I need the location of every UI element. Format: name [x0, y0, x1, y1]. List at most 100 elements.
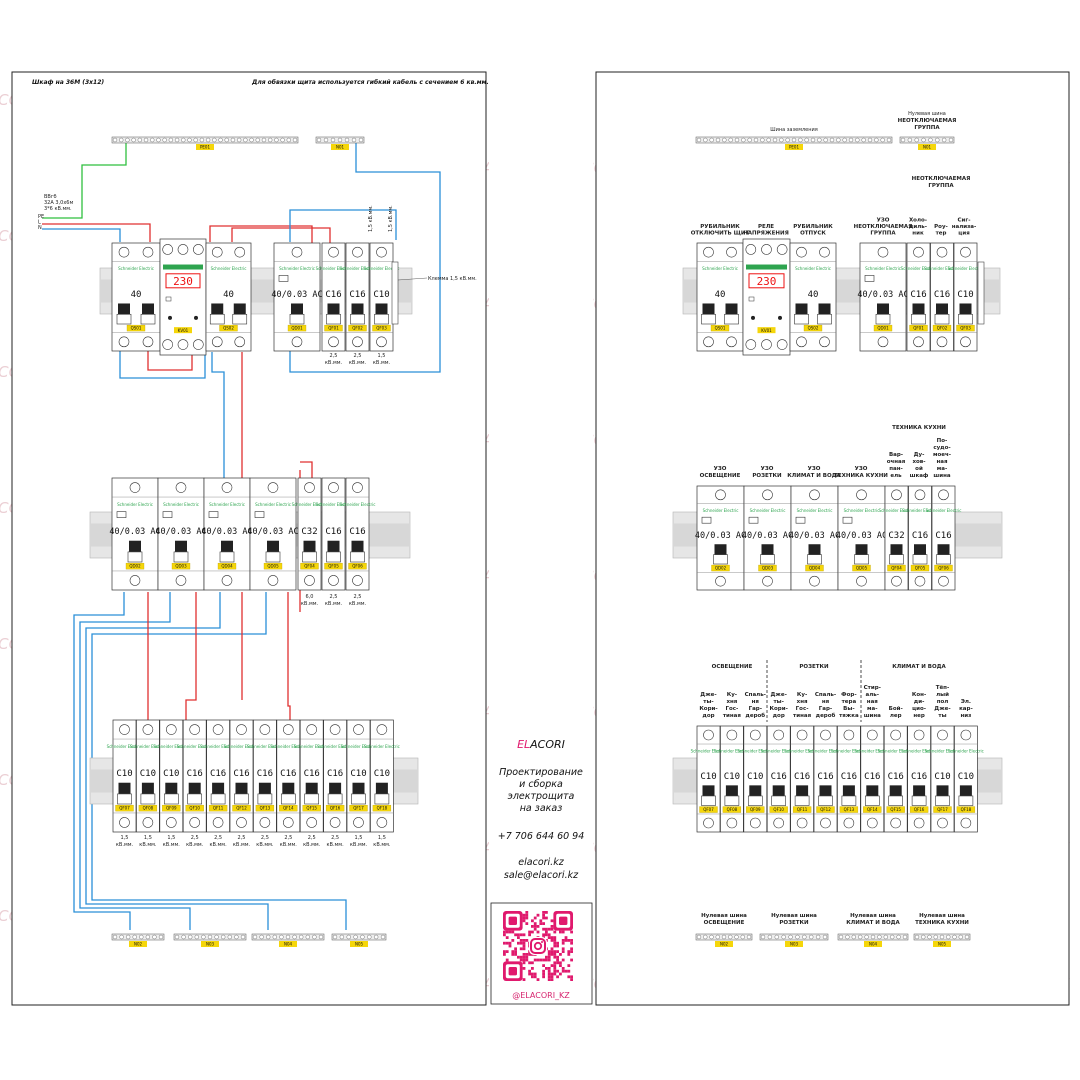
breaker-lever[interactable]	[937, 544, 950, 555]
breaker-lever[interactable]	[842, 785, 855, 796]
breaker-lever[interactable]	[282, 782, 295, 794]
breaker-lever[interactable]	[889, 785, 902, 796]
test-button[interactable]	[842, 516, 853, 524]
breaker-lever[interactable]	[233, 303, 246, 315]
breaker-lever[interactable]	[329, 782, 342, 794]
center-email[interactable]: sale@elacori.kz	[504, 870, 579, 881]
breaker-lever[interactable]	[725, 785, 738, 796]
breaker-lever[interactable]	[142, 303, 154, 315]
breaker-lever[interactable]	[118, 303, 130, 315]
breaker-lever[interactable]	[913, 785, 926, 796]
test-button[interactable]	[208, 511, 219, 518]
test-button[interactable]	[795, 516, 806, 524]
test-button[interactable]	[748, 516, 759, 524]
breaker-lever[interactable]	[866, 785, 879, 796]
breaker-lever[interactable]	[165, 782, 178, 794]
breaker-lever[interactable]	[258, 782, 271, 794]
qr-code-image[interactable]	[503, 911, 573, 981]
breaker-lever[interactable]	[819, 785, 832, 796]
breaker-lever[interactable]	[327, 303, 340, 315]
breaker-lever[interactable]	[890, 544, 903, 555]
breaker-lever[interactable]	[936, 303, 948, 315]
breaker-lever[interactable]	[188, 782, 201, 794]
test-button[interactable]	[116, 511, 127, 518]
breaker-lever[interactable]	[327, 540, 340, 552]
breaker-lever[interactable]	[959, 785, 972, 796]
breaker-lever[interactable]	[914, 544, 926, 555]
breaker-lever[interactable]	[221, 540, 233, 552]
center-phone[interactable]: +7 706 644 60 94	[498, 831, 585, 842]
breaker-lever[interactable]	[877, 303, 889, 315]
breaker-lever[interactable]	[959, 303, 972, 315]
breaker-lever[interactable]	[141, 782, 154, 794]
test-button[interactable]	[864, 275, 875, 282]
breaker-lever[interactable]	[211, 303, 224, 315]
breaker-lever[interactable]	[808, 544, 821, 555]
breaker-lever[interactable]	[855, 544, 868, 555]
breaker-lever[interactable]	[305, 782, 318, 794]
breaker-lever[interactable]	[212, 782, 225, 794]
breaker-lever[interactable]	[235, 782, 248, 794]
breaker-lever[interactable]	[303, 540, 316, 552]
breaker-lever[interactable]	[352, 782, 365, 794]
breaker-lever[interactable]	[175, 540, 187, 552]
breaker-lever[interactable]	[796, 785, 809, 796]
breaker-lever[interactable]	[351, 303, 364, 315]
breaker-lever[interactable]	[267, 540, 279, 552]
breaker-lever[interactable]	[725, 303, 738, 315]
breaker-lever[interactable]	[795, 303, 808, 315]
breaker-lever[interactable]	[702, 303, 715, 315]
breaker-lever[interactable]	[936, 785, 949, 796]
center-site[interactable]: elacori.kz	[518, 857, 564, 868]
test-button[interactable]	[278, 275, 289, 282]
breaker-lever[interactable]	[818, 303, 831, 315]
breaker-lever[interactable]	[351, 540, 364, 552]
test-button[interactable]	[162, 511, 173, 518]
breaker-lever[interactable]	[375, 303, 388, 315]
breaker-lever[interactable]	[912, 303, 925, 315]
